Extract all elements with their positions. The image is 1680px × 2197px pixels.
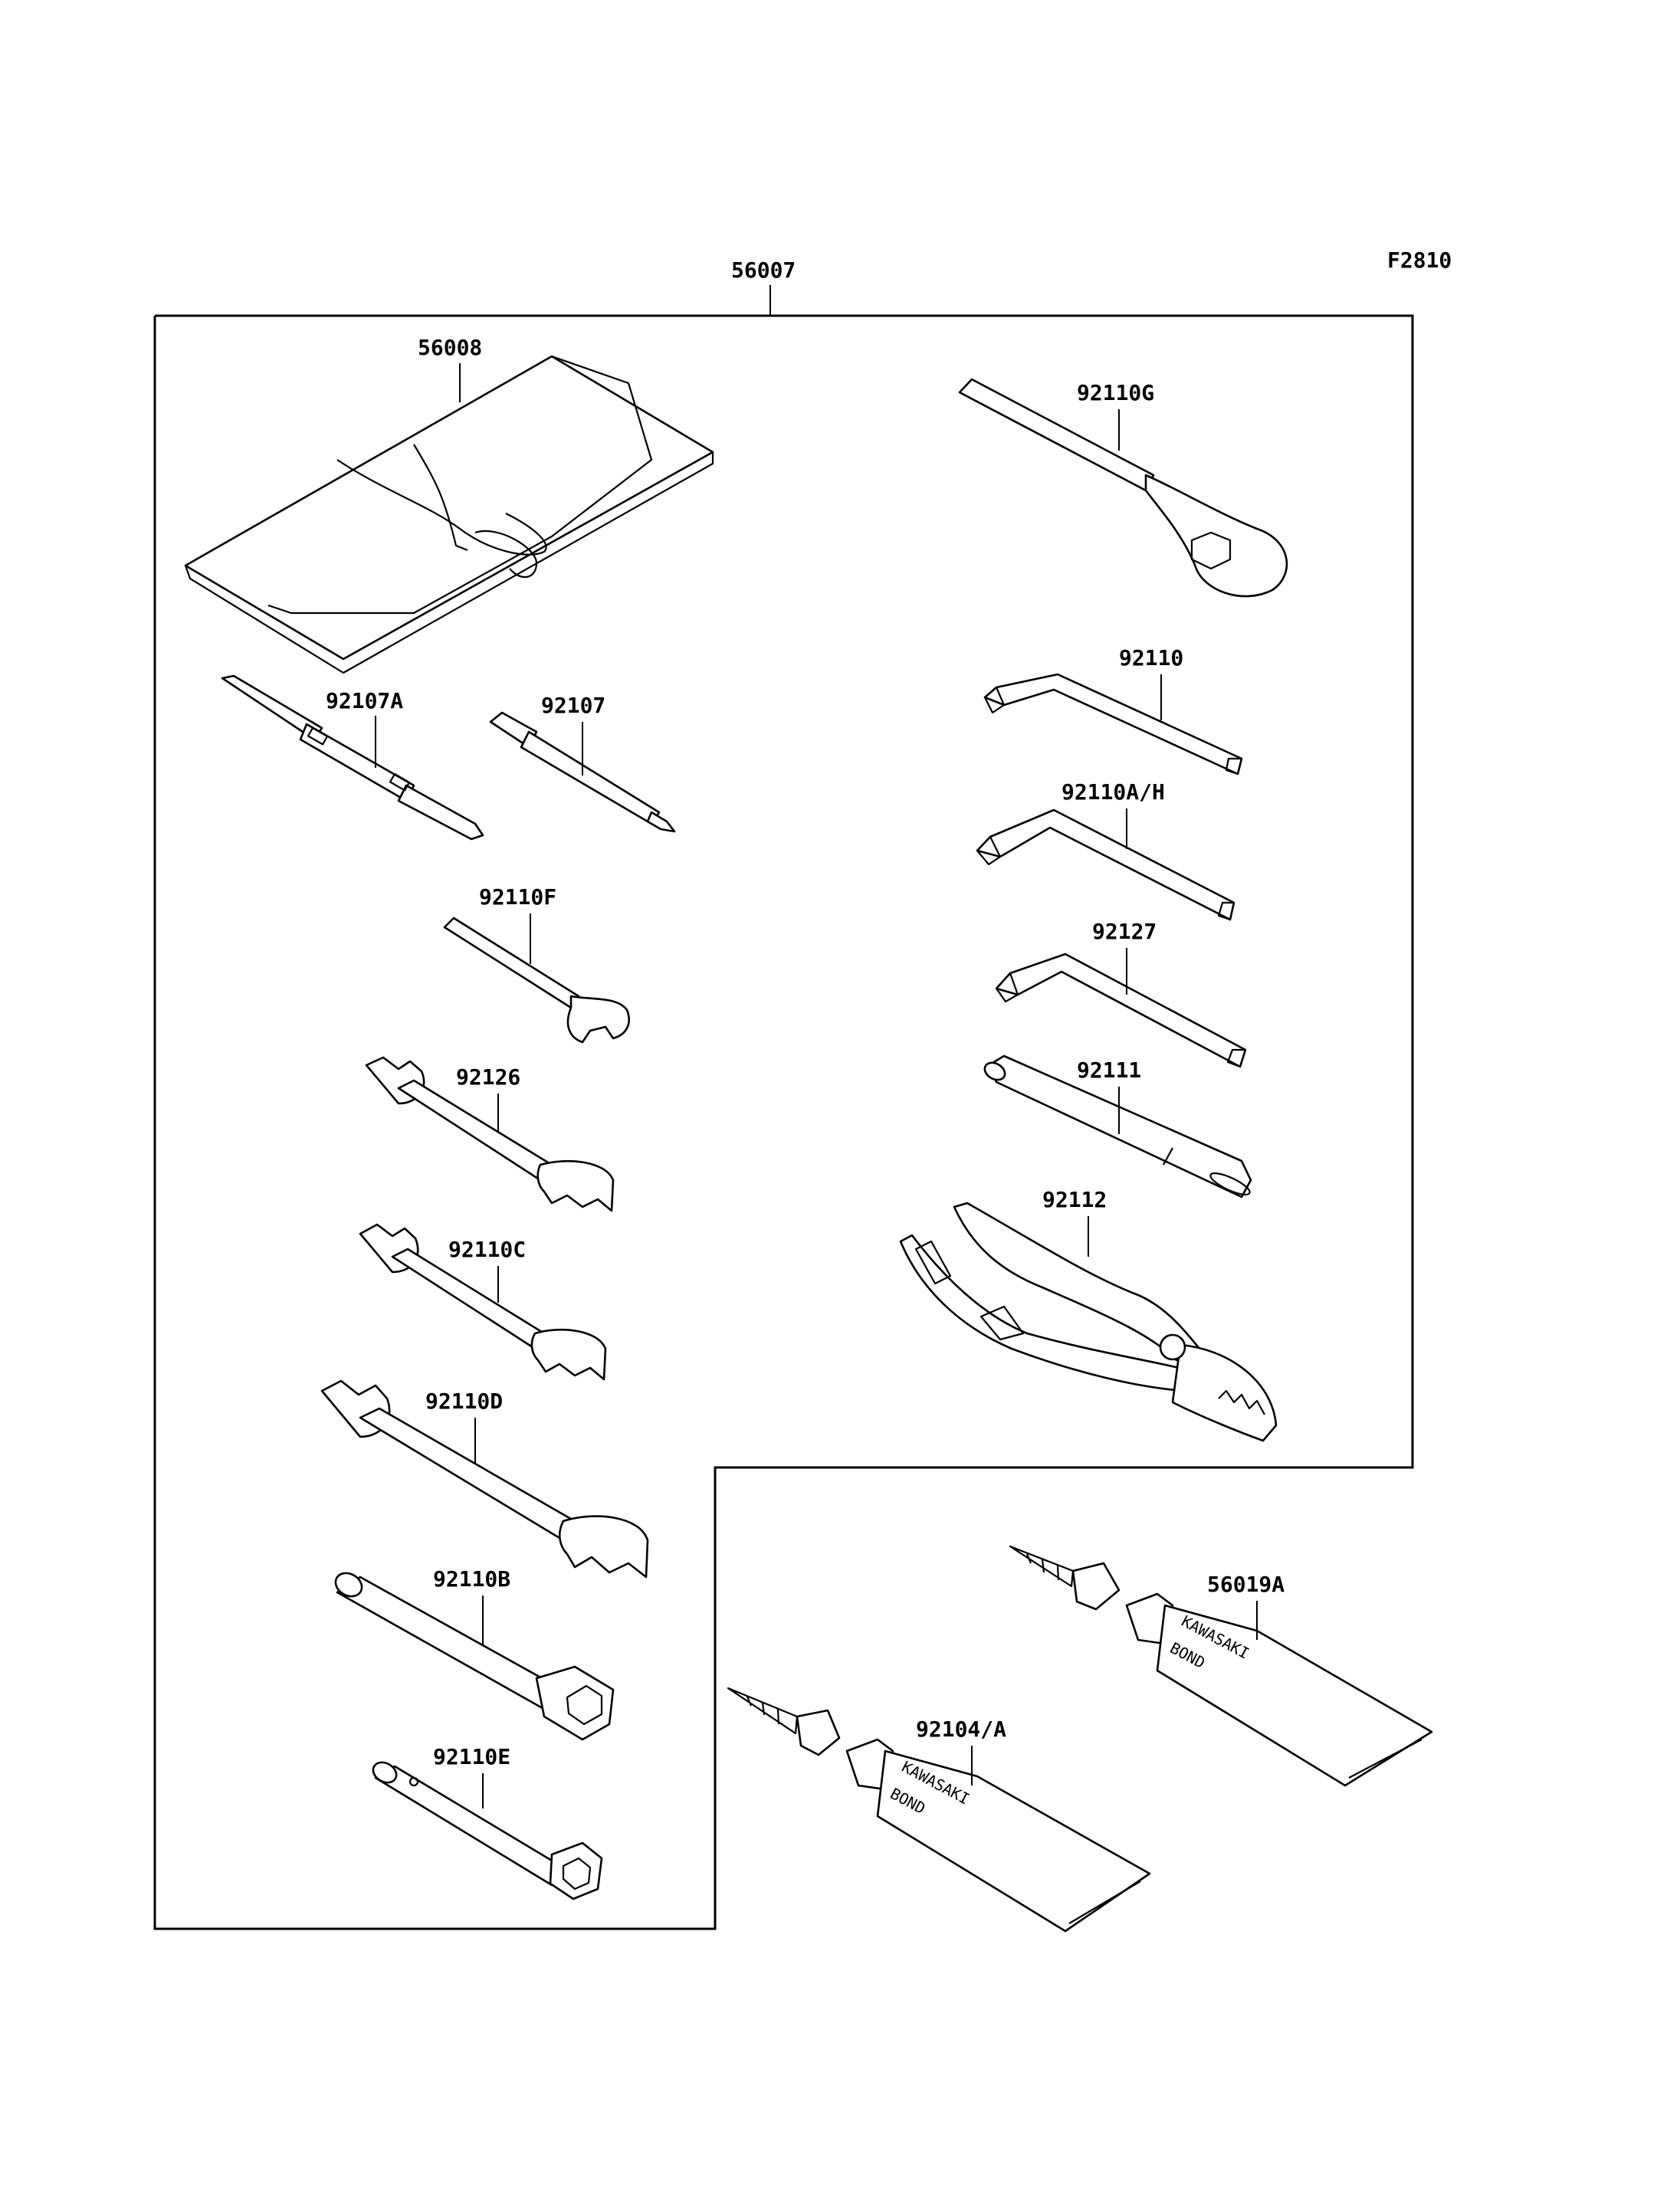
wrench-f-drawing	[443, 917, 630, 1044]
hex-key-ah-drawing	[976, 808, 1235, 921]
screwdriver-a-drawing	[221, 674, 484, 841]
wrench-d-label: 92110D	[425, 1389, 503, 1414]
bond-56019a-drawing: KAWASAKI BOND	[1009, 1545, 1433, 1787]
ring-wrench-g-label: 92110G	[1077, 380, 1154, 405]
hex-key-label: 92110	[1119, 645, 1183, 671]
wrench-126-drawing	[365, 1056, 615, 1212]
box-wrench-b-drawing	[334, 1572, 615, 1741]
hex-key-127-label: 92127	[1092, 919, 1157, 944]
pliers-label: 92112	[1042, 1187, 1107, 1212]
wrench-126-label: 92126	[456, 1064, 520, 1090]
kit-label: 56007	[731, 257, 796, 283]
hex-key-127-drawing	[995, 953, 1247, 1068]
box-wrench-e-label: 92110E	[433, 1744, 510, 1769]
tool-bag-label: 56008	[418, 335, 482, 360]
wrench-d-drawing	[320, 1379, 649, 1579]
ring-wrench-g-drawing	[958, 378, 1288, 598]
box-wrench-b-label: 92110B	[433, 1566, 510, 1592]
screwdriver-a-label: 92107A	[326, 688, 403, 713]
handle-bar-label: 92111	[1077, 1058, 1141, 1083]
bond-92104a-label: 92104/A	[916, 1717, 1006, 1742]
pliers-drawing	[899, 1202, 1278, 1442]
tool-bag-drawing	[184, 355, 714, 674]
wrench-c-label: 92110C	[448, 1237, 526, 1262]
box-wrench-e-drawing	[372, 1761, 603, 1900]
hex-key-drawing	[983, 673, 1243, 776]
screwdriver-drawing	[489, 711, 676, 833]
figure-code: F2810	[1387, 248, 1452, 273]
wrench-f-label: 92110F	[479, 884, 556, 910]
bond-56019a-label: 56019A	[1207, 1572, 1285, 1597]
screwdriver-label: 92107	[541, 693, 605, 718]
wrench-c-drawing	[359, 1223, 607, 1381]
hex-key-ah-label: 92110A/H	[1061, 779, 1165, 805]
kit-boundary	[153, 314, 1414, 1930]
bond-92104a-drawing: KAWASAKI BOND	[727, 1687, 1151, 1933]
